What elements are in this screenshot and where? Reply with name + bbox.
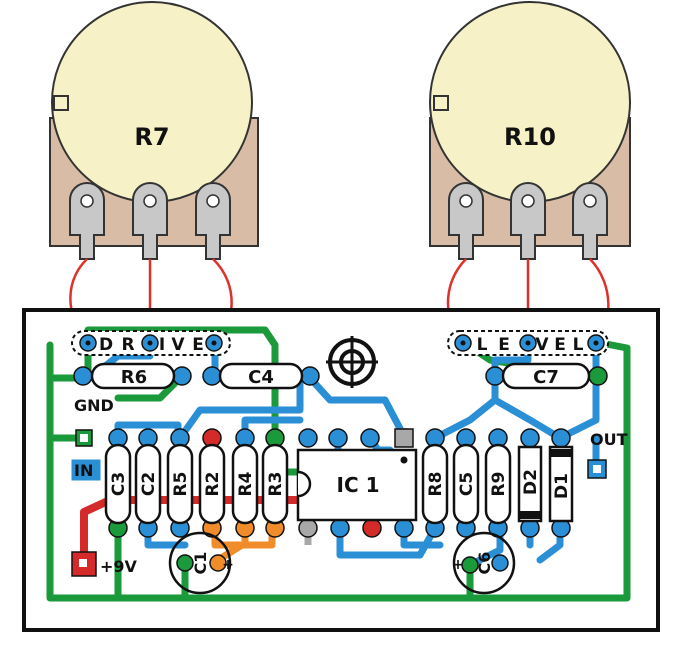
component-c7: C7 <box>485 362 608 390</box>
svg-text:D2: D2 <box>521 469 541 495</box>
component-d2: D2 <box>517 428 543 538</box>
svg-text:+: + <box>452 557 464 573</box>
svg-text:R5: R5 <box>171 472 191 497</box>
drive-letter-e: E <box>192 335 204 355</box>
component-r8: R8 <box>421 428 449 538</box>
component-ic1: IC 1 <box>296 428 418 538</box>
out-label: OUT <box>590 430 628 449</box>
svg-text:D1: D1 <box>552 473 572 499</box>
drive-letter-i: I <box>159 335 165 355</box>
drive-pad-row: D R I V E <box>71 330 231 356</box>
level-letter-v: V <box>535 335 549 355</box>
in-pad <box>71 459 101 481</box>
component-r2: R2 <box>198 428 226 538</box>
drive-letter-d: D <box>99 335 113 355</box>
svg-text:R3: R3 <box>266 472 286 497</box>
component-r4: R4 <box>231 428 259 538</box>
svg-text:C7: C7 <box>533 367 559 388</box>
svg-text:R6: R6 <box>121 367 147 388</box>
component-c2: C2 <box>134 428 162 538</box>
component-c6: C6 + <box>452 531 516 595</box>
svg-text:C3: C3 <box>109 472 129 496</box>
component-c5: C5 <box>452 428 480 538</box>
component-r5: R5 <box>166 428 194 538</box>
svg-text:C1: C1 <box>191 552 210 575</box>
component-r9: R9 <box>484 428 512 538</box>
component-c3: C3 <box>104 428 132 538</box>
svg-text:C4: C4 <box>248 367 274 388</box>
mounting-hole-icon <box>326 336 378 388</box>
potentiometer-r10: R10 <box>429 1 631 260</box>
in-label: IN <box>74 461 93 480</box>
potentiometer-r7: R7 <box>49 1 259 260</box>
drive-letter-v: V <box>171 335 185 355</box>
svg-text:+: + <box>222 557 234 573</box>
svg-text:C2: C2 <box>139 472 159 496</box>
svg-text:C6: C6 <box>475 552 494 575</box>
drive-letter-r: R <box>121 335 134 355</box>
plus9v-label: +9V <box>100 557 138 576</box>
level-letter-l2: L <box>573 335 584 355</box>
component-d1: D1 <box>548 428 574 538</box>
component-r6: R6 <box>73 362 192 390</box>
component-r3: R3 <box>261 428 289 538</box>
ic1-label: IC 1 <box>337 473 380 497</box>
level-letter-l: L <box>477 335 488 355</box>
svg-text:R2: R2 <box>203 472 223 497</box>
level-letter-e1: E <box>498 335 510 355</box>
component-c1: C1 + <box>168 531 234 595</box>
svg-text:C5: C5 <box>457 472 477 496</box>
pot-r10-label: R10 <box>504 123 556 151</box>
svg-text:R4: R4 <box>236 471 256 496</box>
level-pad-row: L E V E L <box>447 330 609 356</box>
pot-r7-label: R7 <box>134 123 169 151</box>
svg-text:R8: R8 <box>426 472 446 497</box>
level-letter-e2: E <box>554 335 566 355</box>
component-c4: C4 <box>202 362 320 390</box>
gnd-label: GND <box>74 396 114 415</box>
svg-text:R9: R9 <box>489 472 509 497</box>
